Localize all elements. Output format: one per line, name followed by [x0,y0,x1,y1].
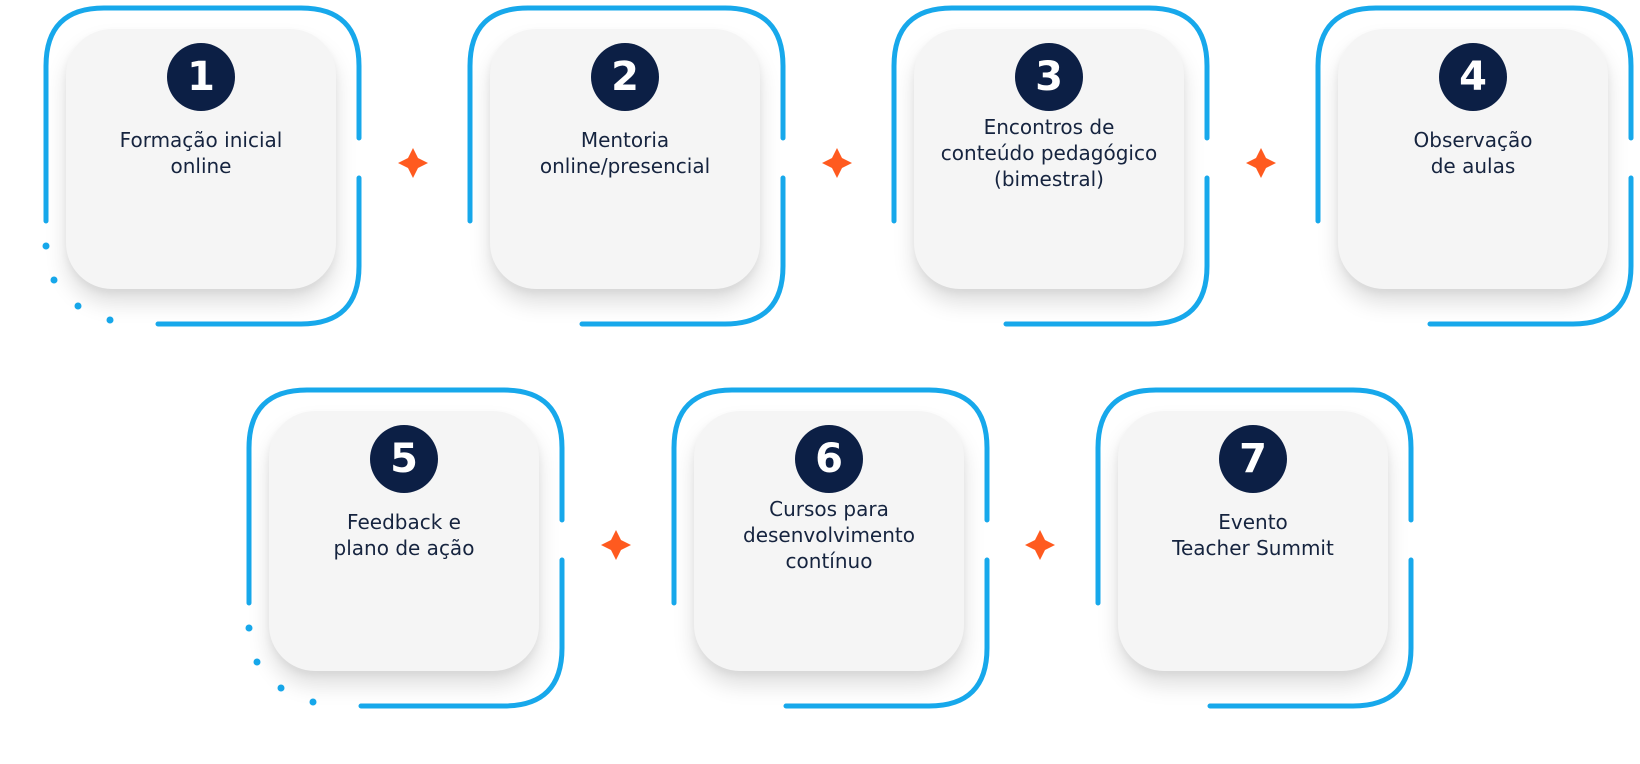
step-label-line: Teacher Summit [1172,536,1334,560]
step-label-line: Formação inicial [119,128,283,152]
frame-outline [43,5,362,224]
connector-star-icon [1246,148,1276,178]
step-number-badge: 7 [1219,425,1287,493]
step-label-line: online/presencial [539,154,711,178]
frame-outline [1427,175,1634,327]
frame-outline [1315,5,1634,224]
frame-dot [253,658,261,666]
step-label-line: contínuo [785,549,873,573]
step-label-line: Mentoria [580,128,670,152]
step-card-3: 3 Encontros de conteúdo pedagógico (bime… [914,29,1184,289]
step-label: Encontros de conteúdo pedagógico (bimest… [930,114,1168,192]
frame-outline [579,175,786,327]
step-number-badge: 5 [370,425,438,493]
frame-outline [1207,557,1414,709]
frame-outline [891,5,1210,224]
step-label-line: Cursos para [769,497,889,521]
connector-star-icon [398,148,428,178]
step-label: Cursos para desenvolvimento contínuo [710,496,948,574]
connector-star-icon [601,530,631,560]
frame-outline [671,387,990,606]
step-label-line: (bimestral) [994,167,1104,191]
frame-dot [74,302,82,310]
frame-outline [155,175,362,327]
connector-star-icon [822,148,852,178]
step-card-6: 6 Cursos para desenvolvimento contínuo [694,411,964,671]
step-label-line: desenvolvimento [743,523,915,547]
step-number-badge: 2 [591,43,659,111]
step-label: Formação inicial online [82,127,320,179]
frame-outline [246,387,565,606]
frame-dot [106,316,114,324]
step-label: Observação de aulas [1354,127,1592,179]
step-label-line: Feedback e [347,510,461,534]
step-card-7: 7 Evento Teacher Summit [1118,411,1388,671]
step-label-line: plano de ação [333,536,475,560]
step-label: Feedback e plano de ação [285,509,523,561]
frame-outline [1095,387,1414,606]
step-label-line: online [170,154,232,178]
connector-star-icon [1025,530,1055,560]
step-number-badge: 6 [795,425,863,493]
frame-dot [50,276,58,284]
step-number-badge: 3 [1015,43,1083,111]
step-card-2: 2 Mentoria online/presencial [490,29,760,289]
step-label-line: de aulas [1430,154,1516,178]
step-label-line: conteúdo pedagógico [940,141,1158,165]
frame-dot [277,684,285,692]
step-number-badge: 1 [167,43,235,111]
step-number-badge: 4 [1439,43,1507,111]
step-card-4: 4 Observação de aulas [1338,29,1608,289]
step-label: Mentoria online/presencial [506,127,744,179]
frame-outline [358,557,565,709]
frame-dot [42,242,50,250]
frame-outline [783,557,990,709]
frame-dot [309,698,317,706]
step-label-line: Observação [1413,128,1533,152]
frame-outline [467,5,786,224]
step-card-5: 5 Feedback e plano de ação [269,411,539,671]
step-label-line: Encontros de [983,115,1115,139]
frame-outline [1003,175,1210,327]
step-label-line: Evento [1218,510,1288,534]
step-card-1: 1 Formação inicial online [66,29,336,289]
step-label: Evento Teacher Summit [1134,509,1372,561]
frame-dot [245,624,253,632]
